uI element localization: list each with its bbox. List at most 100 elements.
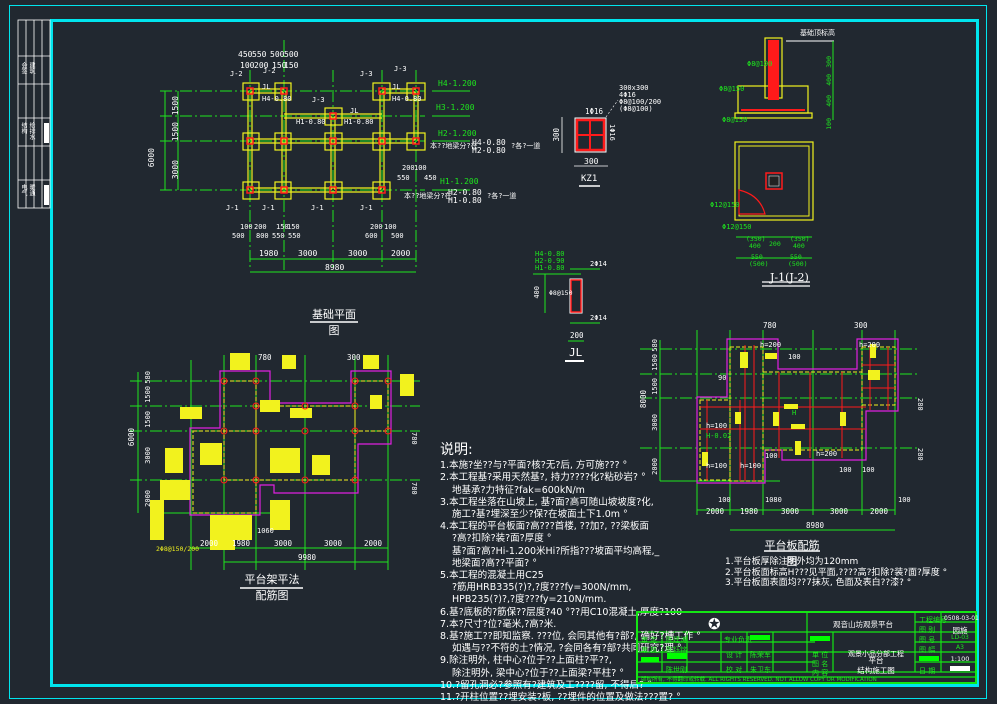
notes-lines: 1.本施?坐??与?平面?核?无?后, 方可施??? °2.本工程基?采用天然基…	[440, 460, 701, 704]
label-approve: 审 定	[641, 636, 658, 644]
footing-elevation	[734, 37, 834, 120]
inner-frame	[50, 19, 979, 687]
dim: 2000	[706, 507, 725, 516]
dim: 3000	[830, 507, 849, 516]
beam-note-level: H2-0.80	[472, 146, 506, 155]
foundation-plan-footings	[242, 82, 426, 200]
dim: 200	[254, 61, 269, 70]
dim: 500	[270, 50, 285, 59]
approver: 陈建涛	[666, 636, 687, 644]
dim: 550	[397, 174, 410, 182]
column-size: 300x300	[619, 84, 649, 92]
dim: 150	[287, 223, 300, 231]
column-height: 300	[552, 128, 561, 142]
dim-total: 8980	[806, 521, 825, 530]
note-line: 地基承?力特征?fak=600kN/m	[452, 484, 585, 496]
dim: 400	[749, 242, 761, 250]
kz1-section	[561, 99, 619, 187]
beam-level: H1-0.80	[344, 118, 374, 126]
dim: 500	[391, 232, 404, 240]
sheet-size: A3	[956, 644, 964, 651]
dim: 3000	[781, 507, 800, 516]
dim: 300	[854, 321, 868, 330]
platform-slab-title: 平台板配筋图	[764, 539, 820, 568]
note-line: 9.除注明外, 柱中心?位于??上面柱?平??,	[440, 655, 612, 667]
footing-top-level: 基础顶标高	[800, 29, 835, 37]
redacted-field	[641, 657, 659, 662]
note-line: 6.基?底板的?筋保??层度?40 °??用C10混凝土,厚度?100	[440, 606, 683, 618]
beam-section-level: H2-0.90	[535, 257, 565, 265]
offset: 100	[718, 496, 731, 504]
offset: 100	[839, 466, 852, 474]
dim: 3000	[651, 414, 659, 431]
column-width: 300	[584, 157, 599, 166]
dim: 280	[916, 448, 924, 461]
platform-slab-plan	[640, 330, 920, 552]
beam-bottom-rebar: 2Φ14	[590, 314, 607, 322]
rebar-note: 2Φ8@150/200	[156, 545, 200, 553]
dim: 1980	[740, 507, 759, 516]
foundation-plan-title: 基础平面图	[312, 308, 356, 337]
project-no: 0508-03-01	[944, 615, 979, 622]
rebar-callout: Φ12@150	[722, 223, 752, 231]
footing-plan	[734, 141, 814, 287]
note-line: 7.本?尺寸?位?毫米,?高?米.	[440, 618, 557, 630]
dim: 550	[751, 253, 763, 261]
dim: 150	[284, 61, 299, 70]
dim: 400	[825, 95, 833, 107]
dim: (500)	[788, 260, 808, 268]
category: 园施	[952, 626, 968, 635]
offset: 100	[898, 496, 911, 504]
side-cell: 电气	[20, 184, 27, 196]
slab-note: 2.平台板面标高H???见平面,????高?扣除?装?面?厚度 °	[725, 567, 948, 578]
title-block-grid	[637, 612, 975, 678]
jl-section	[533, 268, 600, 362]
footing-label: J-1	[226, 204, 239, 212]
footing-title: J-1(J-2)	[770, 271, 809, 284]
level-mark: H4-1.200	[438, 79, 477, 88]
side-table	[17, 19, 51, 209]
dim: 2000	[391, 249, 411, 258]
dim: 100	[414, 164, 427, 172]
general-notes: 说明: 1.本施?坐??与?平面?核?无?后, 方可施??? °2.本工程基?采…	[440, 443, 701, 704]
column-side-top: 1Φ16	[585, 107, 604, 116]
rebar-callout: Φ8@150	[722, 116, 748, 124]
dim: 3000	[324, 539, 343, 548]
dim-total: 8000	[639, 390, 648, 409]
beam-level: H4-0.80	[262, 95, 292, 103]
dim: 1060	[257, 527, 274, 535]
beam-height: 400	[533, 286, 541, 299]
dim: 780	[410, 482, 418, 495]
dim: 200	[370, 223, 383, 231]
slab-thickness: h=100	[706, 422, 728, 430]
reviewer: 陈钰铭	[666, 646, 687, 654]
dim: 100	[384, 223, 397, 231]
note-line: 5.本工程的混凝土用C25	[440, 570, 544, 582]
note-line: 除注明外, 梁中心?位于??上面梁?平柱? °	[452, 667, 625, 679]
label-content2: 内 容	[812, 669, 829, 677]
note-line: 3.本工程坐落在山坡上, 基?面?高可随山坡坡度?化,	[440, 496, 654, 508]
dim: 450	[238, 50, 253, 59]
dim: 200	[402, 164, 415, 172]
label-drawing-no: 图 号	[919, 636, 936, 644]
label-project-no: 工程编号	[919, 616, 947, 624]
dim: 780	[763, 321, 777, 330]
label-date: 日 期	[919, 667, 936, 675]
sub-project: 观景小品分部工程	[848, 650, 904, 658]
side-cell: 暖通	[28, 184, 35, 196]
note-line: 如遇与??不符的土?情况, ?会同各有?部?共同研究?理 °	[452, 643, 682, 655]
dim: 200	[769, 240, 781, 248]
beam-width: 200	[570, 331, 584, 340]
dim: 500	[284, 50, 299, 59]
label-content: 图 名	[812, 660, 829, 668]
dim: 280	[916, 398, 924, 411]
beam-label: JL	[262, 83, 271, 91]
slab-thickness: h=200	[760, 341, 782, 349]
dim: 200	[254, 223, 267, 231]
dim: 400	[793, 242, 805, 250]
column-stirrup-alt: (Φ8@100)	[619, 105, 653, 113]
dim: 2000	[870, 507, 889, 516]
dim: (350)	[746, 235, 766, 243]
dim: 1080	[765, 496, 782, 504]
